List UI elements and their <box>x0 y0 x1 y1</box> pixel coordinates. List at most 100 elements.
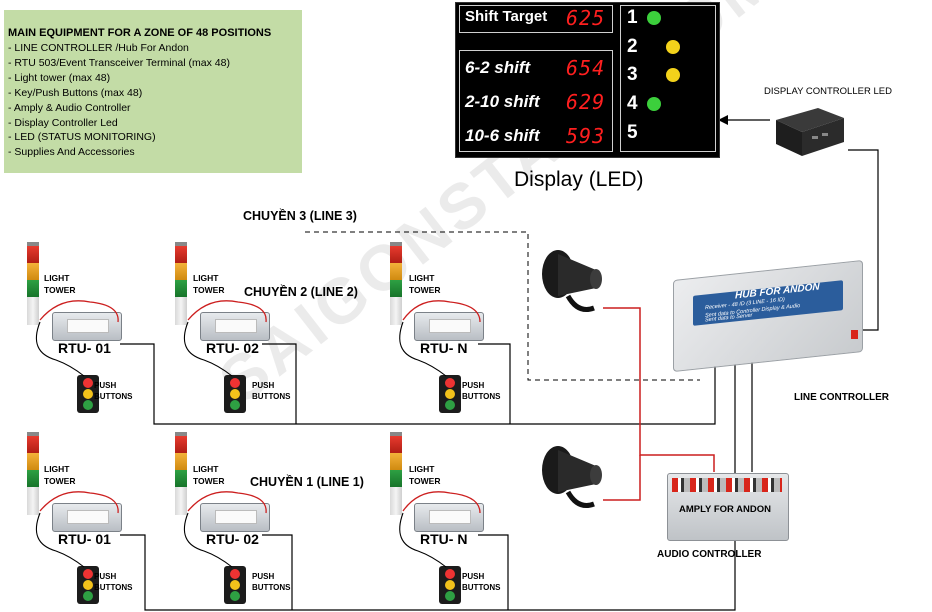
status-dot-yellow <box>666 40 680 54</box>
rtu-label: RTU- N <box>420 340 468 356</box>
rtu-device <box>414 503 484 532</box>
rtu-label: RTU- 01 <box>58 531 111 547</box>
push-button-red <box>230 378 240 388</box>
push-button-red <box>445 378 455 388</box>
push-buttons-box <box>439 566 461 604</box>
arrow-to-led <box>718 115 728 125</box>
push-buttons-box <box>77 566 99 604</box>
rtu-device <box>52 312 122 341</box>
line1-title: CHUYỀN 1 (LINE 1) <box>250 475 364 489</box>
shift-values-cell <box>459 50 613 152</box>
push-button-yellow <box>445 389 455 399</box>
push-button-red <box>445 569 455 579</box>
equipment-title: MAIN EQUIPMENT FOR A ZONE OF 48 POSITION… <box>8 27 272 39</box>
push-button-green <box>230 400 240 410</box>
push-buttons-box <box>224 375 246 413</box>
equipment-item: - Supplies And Accessories <box>8 146 135 158</box>
equipment-item: - RTU 503/Event Transceiver Terminal (ma… <box>8 57 230 69</box>
equipment-item: - LED (STATUS MONITORING) <box>8 131 156 143</box>
light-tower <box>175 242 187 325</box>
audio-controller-label: AUDIO CONTROLLER <box>657 549 762 560</box>
wire-bot-rtu2 <box>262 534 293 610</box>
shift-label: 2-10 shift <box>465 92 540 111</box>
display-controller-device <box>776 108 844 156</box>
light-tower <box>27 432 39 515</box>
status-dot-yellow <box>666 68 680 82</box>
rtu-label: RTU- 01 <box>58 340 111 356</box>
push-button-yellow <box>445 580 455 590</box>
line-controller-label: LINE CONTROLLER <box>794 392 889 403</box>
amp-title: AMPLY FOR ANDON <box>679 504 772 515</box>
rtu-label: RTU- 02 <box>206 340 259 356</box>
push-buttons-box <box>439 375 461 413</box>
push-button-green <box>230 591 240 601</box>
wire-speaker-bottom <box>603 455 641 501</box>
power-switch-icon <box>851 330 858 339</box>
status-rows-cell <box>620 5 716 152</box>
push-button-yellow <box>230 389 240 399</box>
rtu-device <box>200 503 270 532</box>
push-button-yellow <box>230 580 240 590</box>
equipment-item: - LINE CONTROLLER /Hub For Andon <box>8 42 189 54</box>
shift-target-label: Shift Target <box>465 8 548 25</box>
shift-value: 629 <box>566 90 606 114</box>
light-tower <box>390 242 402 325</box>
push-button-red <box>83 378 93 388</box>
status-row-number: 2 <box>627 36 638 57</box>
status-row-number: 4 <box>627 93 638 114</box>
wire-bot-rtuN <box>478 534 509 610</box>
shift-label: 6-2 shift <box>465 58 531 77</box>
display-controller-label: DISPLAY CONTROLLER LED <box>764 86 892 97</box>
status-row-number: 3 <box>627 64 638 85</box>
rtu-label: RTU- 02 <box>206 531 259 547</box>
push-button-green <box>83 400 93 410</box>
light-tower <box>27 242 39 325</box>
push-button-green <box>445 400 455 410</box>
push-button-green <box>445 591 455 601</box>
line3-title: CHUYỀN 3 (LINE 3) <box>243 209 357 223</box>
shift-label: 10-6 shift <box>465 126 540 145</box>
speaker-icon <box>542 446 602 508</box>
light-tower <box>175 432 187 515</box>
push-button-red <box>230 569 240 579</box>
equipment-item: - Display Controller Led <box>8 117 118 129</box>
equipment-item: - Light tower (max 48) <box>8 72 111 84</box>
push-button-yellow <box>83 389 93 399</box>
rtu-device <box>414 312 484 341</box>
push-button-green <box>83 591 93 601</box>
speaker-icon <box>542 250 602 312</box>
push-button-yellow <box>83 580 93 590</box>
line3-dashed-boundary <box>305 231 700 381</box>
shift-target-cell <box>459 5 613 33</box>
rtu-device <box>200 312 270 341</box>
rtu-device <box>52 503 122 532</box>
equipment-item: - Key/Push Buttons (max 48) <box>8 87 143 99</box>
push-buttons-box <box>77 375 99 413</box>
rtu-label: RTU- N <box>420 531 468 547</box>
shift-value: 654 <box>566 56 606 80</box>
light-tower <box>390 432 402 515</box>
wire-top-rtuN <box>478 343 511 424</box>
shift-target-value: 625 <box>566 6 606 30</box>
status-dot-green <box>647 11 661 25</box>
equipment-panel <box>4 10 302 173</box>
status-dot-green <box>647 97 661 111</box>
display-caption: Display (LED) <box>514 168 644 191</box>
status-row-number: 1 <box>627 7 638 28</box>
wire-hub-dispctrl <box>848 149 879 331</box>
wire-top-rtu1 <box>120 343 716 425</box>
wire-top-rtu2 <box>262 343 297 424</box>
shift-value: 593 <box>566 124 606 148</box>
line2-title: CHUYỀN 2 (LINE 2) <box>244 285 358 299</box>
